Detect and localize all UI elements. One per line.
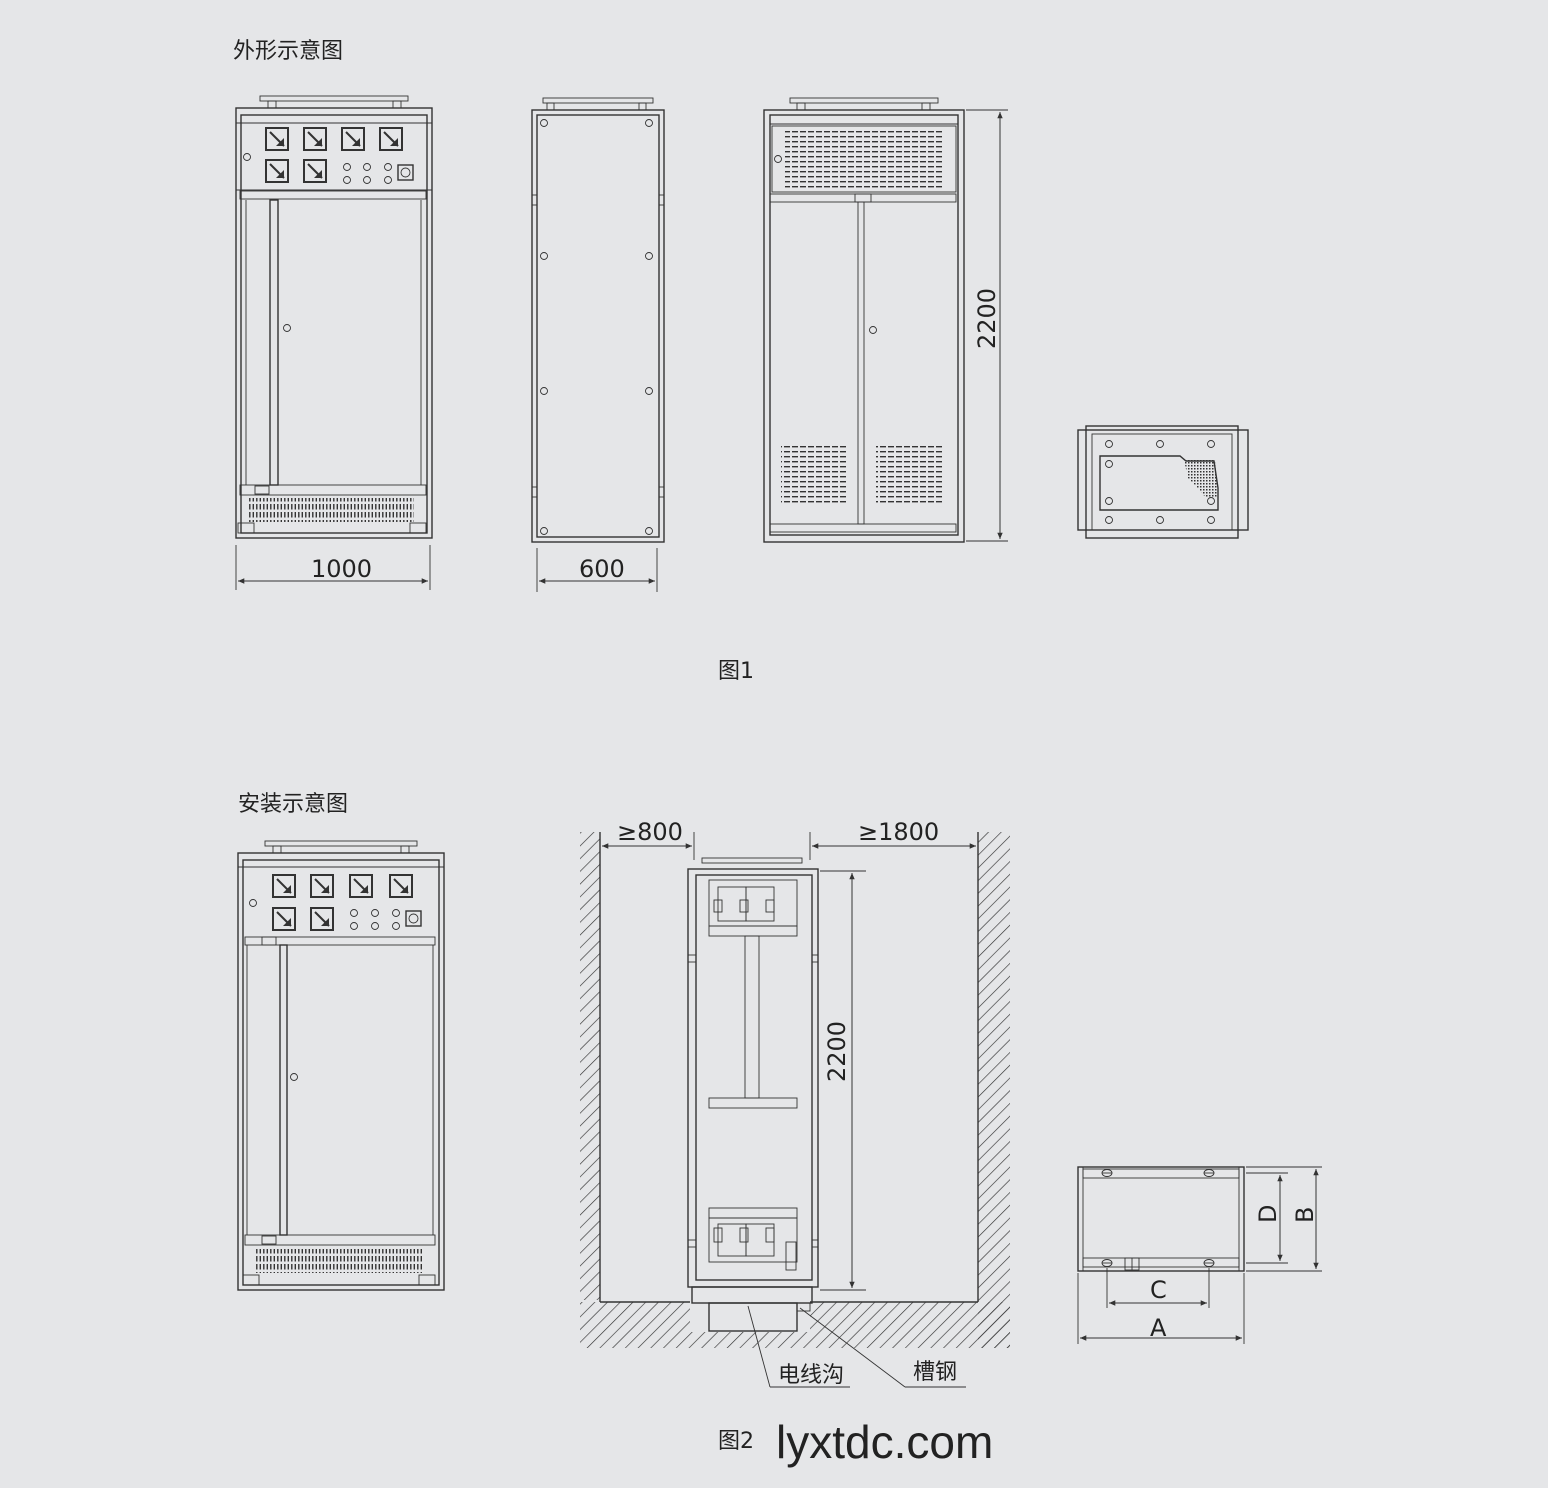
figure2-base-plan	[1077, 1166, 1322, 1344]
dim-c-label: C	[1150, 1276, 1167, 1304]
figure1-side-view	[531, 97, 665, 592]
fig2-height-label: 2200	[823, 1021, 851, 1082]
appearance-title: 外形示意图	[233, 39, 343, 64]
figure1-rear-view	[763, 97, 1008, 543]
fig2-rear-clearance: ≥1800	[858, 818, 939, 846]
figure1-caption: 图1	[718, 659, 754, 684]
fig1-height-label: 2200	[973, 288, 1001, 349]
channel-steel-label: 槽钢	[913, 1360, 957, 1385]
figure2-installation-section	[580, 832, 1010, 1388]
figure1-base-view	[1077, 425, 1249, 539]
installation-title: 安装示意图	[238, 792, 348, 817]
figure2-front-view	[237, 840, 445, 1291]
dim-b-label: B	[1291, 1207, 1319, 1223]
dim-a-label: A	[1150, 1314, 1167, 1342]
fig2-front-clearance: ≥800	[617, 818, 683, 846]
figure1-front-view	[235, 95, 433, 590]
fig1-depth-label: 600	[579, 555, 625, 583]
figure2-caption: 图2	[718, 1429, 754, 1454]
dim-d-label: D	[1254, 1205, 1282, 1223]
fig1-width-label: 1000	[311, 555, 372, 583]
watermark-url: lyxtdc.com	[776, 1416, 993, 1468]
cable-trench-label: 电线沟	[778, 1363, 844, 1388]
